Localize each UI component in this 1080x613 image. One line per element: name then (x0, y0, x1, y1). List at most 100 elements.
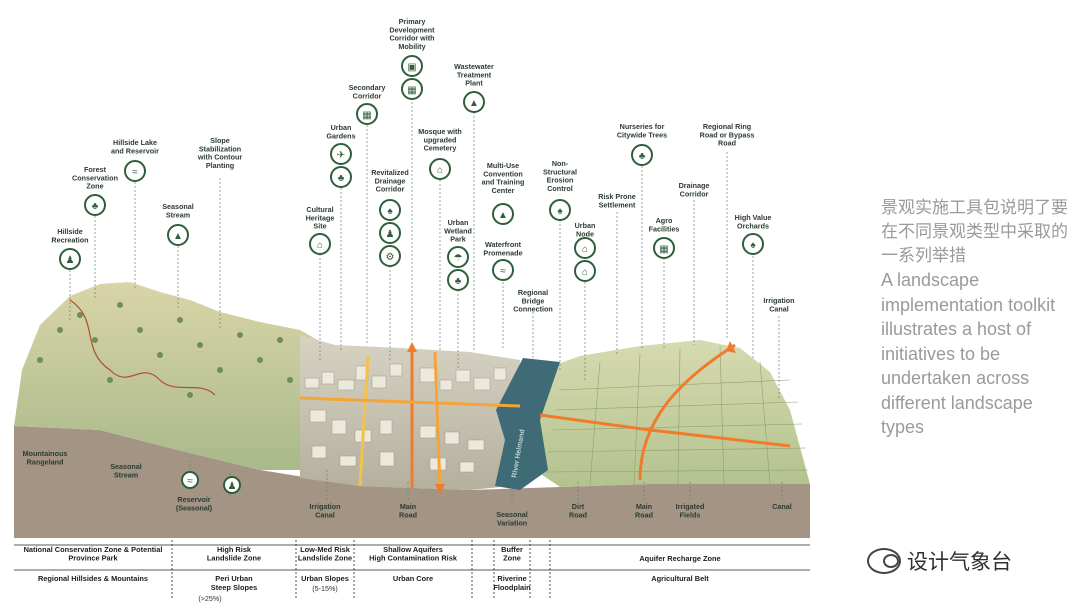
side-text-english: A landscape implementation toolkit illus… (881, 270, 1056, 437)
mountain-icon (167, 224, 189, 246)
svg-text:▣: ▣ (407, 62, 416, 73)
svg-text:▦: ▦ (659, 244, 668, 255)
mountain-terrain (14, 282, 335, 470)
icon-glyphs: ♟♣≈▲ ⌂✈♣▦ ♠♟⚙▣ ▦⌂☂♣ ▲▲≈♠ ⌂⌂♣▦ ♠≈♟ (66, 62, 757, 492)
water-icon (181, 471, 199, 489)
seedling-icon (379, 199, 401, 221)
svg-text:♟: ♟ (228, 481, 237, 492)
factory-icon (463, 91, 485, 113)
zone-brackets (14, 544, 810, 571)
svg-text:⌂: ⌂ (437, 165, 443, 176)
walking-icon (59, 248, 81, 270)
zone-dividers (171, 540, 551, 600)
svg-text:♣: ♣ (455, 276, 462, 287)
svg-text:▲: ▲ (173, 231, 183, 242)
hill-trail (69, 299, 216, 396)
bird-icon (330, 143, 352, 165)
grain-icon (742, 233, 764, 255)
svg-text:⌂: ⌂ (317, 240, 323, 251)
zone-row2-sub-0: (>25%) (198, 594, 221, 603)
svg-text:≈: ≈ (500, 266, 506, 277)
zone-row2-3: Urban Core (393, 574, 433, 583)
zone-row2-sub-1: (5-15%) (312, 584, 338, 593)
swimmer-icon (492, 259, 514, 281)
watermark-text: 设计气象台 (907, 551, 1012, 574)
svg-text:♣: ♣ (92, 201, 99, 212)
swimmer-icon (223, 476, 241, 494)
side-text-chinese: 景观实施工具包说明了要在不同景观类型中采取的一系列举措 (881, 198, 1068, 265)
svg-text:⌂: ⌂ (582, 244, 588, 255)
river (495, 358, 560, 490)
svg-text:☂: ☂ (454, 253, 463, 264)
tractor-icon (653, 237, 675, 259)
side-description: 景观实施工具包说明了要在不同景观类型中采取的一系列举措 A landscape … (881, 196, 1071, 440)
city-terrain (300, 335, 520, 490)
walking-icon (379, 222, 401, 244)
svg-text:⚙: ⚙ (386, 252, 395, 263)
svg-text:≈: ≈ (132, 167, 138, 178)
seedling-icon (549, 199, 571, 221)
ground-section (14, 426, 810, 538)
wechat-icon (867, 548, 901, 574)
umbrella-tree-icon (447, 246, 469, 268)
building-icon (401, 78, 423, 100)
zone-row2-0: Regional Hillsides & Mountains (38, 574, 148, 583)
icon-circles (59, 55, 764, 494)
hill-trees (37, 302, 293, 398)
house-icon (574, 260, 596, 282)
mosque-icon (429, 158, 451, 180)
road-arrows (407, 341, 736, 494)
svg-text:▦: ▦ (362, 110, 371, 121)
zone-row2-2: Urban Slopes (301, 574, 349, 583)
svg-text:≈: ≈ (187, 476, 193, 487)
zone-row2-5: Agricultural Belt (651, 574, 709, 583)
svg-text:▦: ▦ (407, 85, 416, 96)
house-icon (574, 237, 596, 259)
tree-icon (631, 144, 653, 166)
svg-text:♟: ♟ (386, 229, 395, 240)
svg-text:✈: ✈ (337, 150, 345, 161)
roads (299, 343, 791, 489)
city-blocks (304, 363, 507, 473)
svg-text:⌂: ⌂ (582, 267, 588, 278)
svg-text:♣: ♣ (338, 173, 345, 184)
